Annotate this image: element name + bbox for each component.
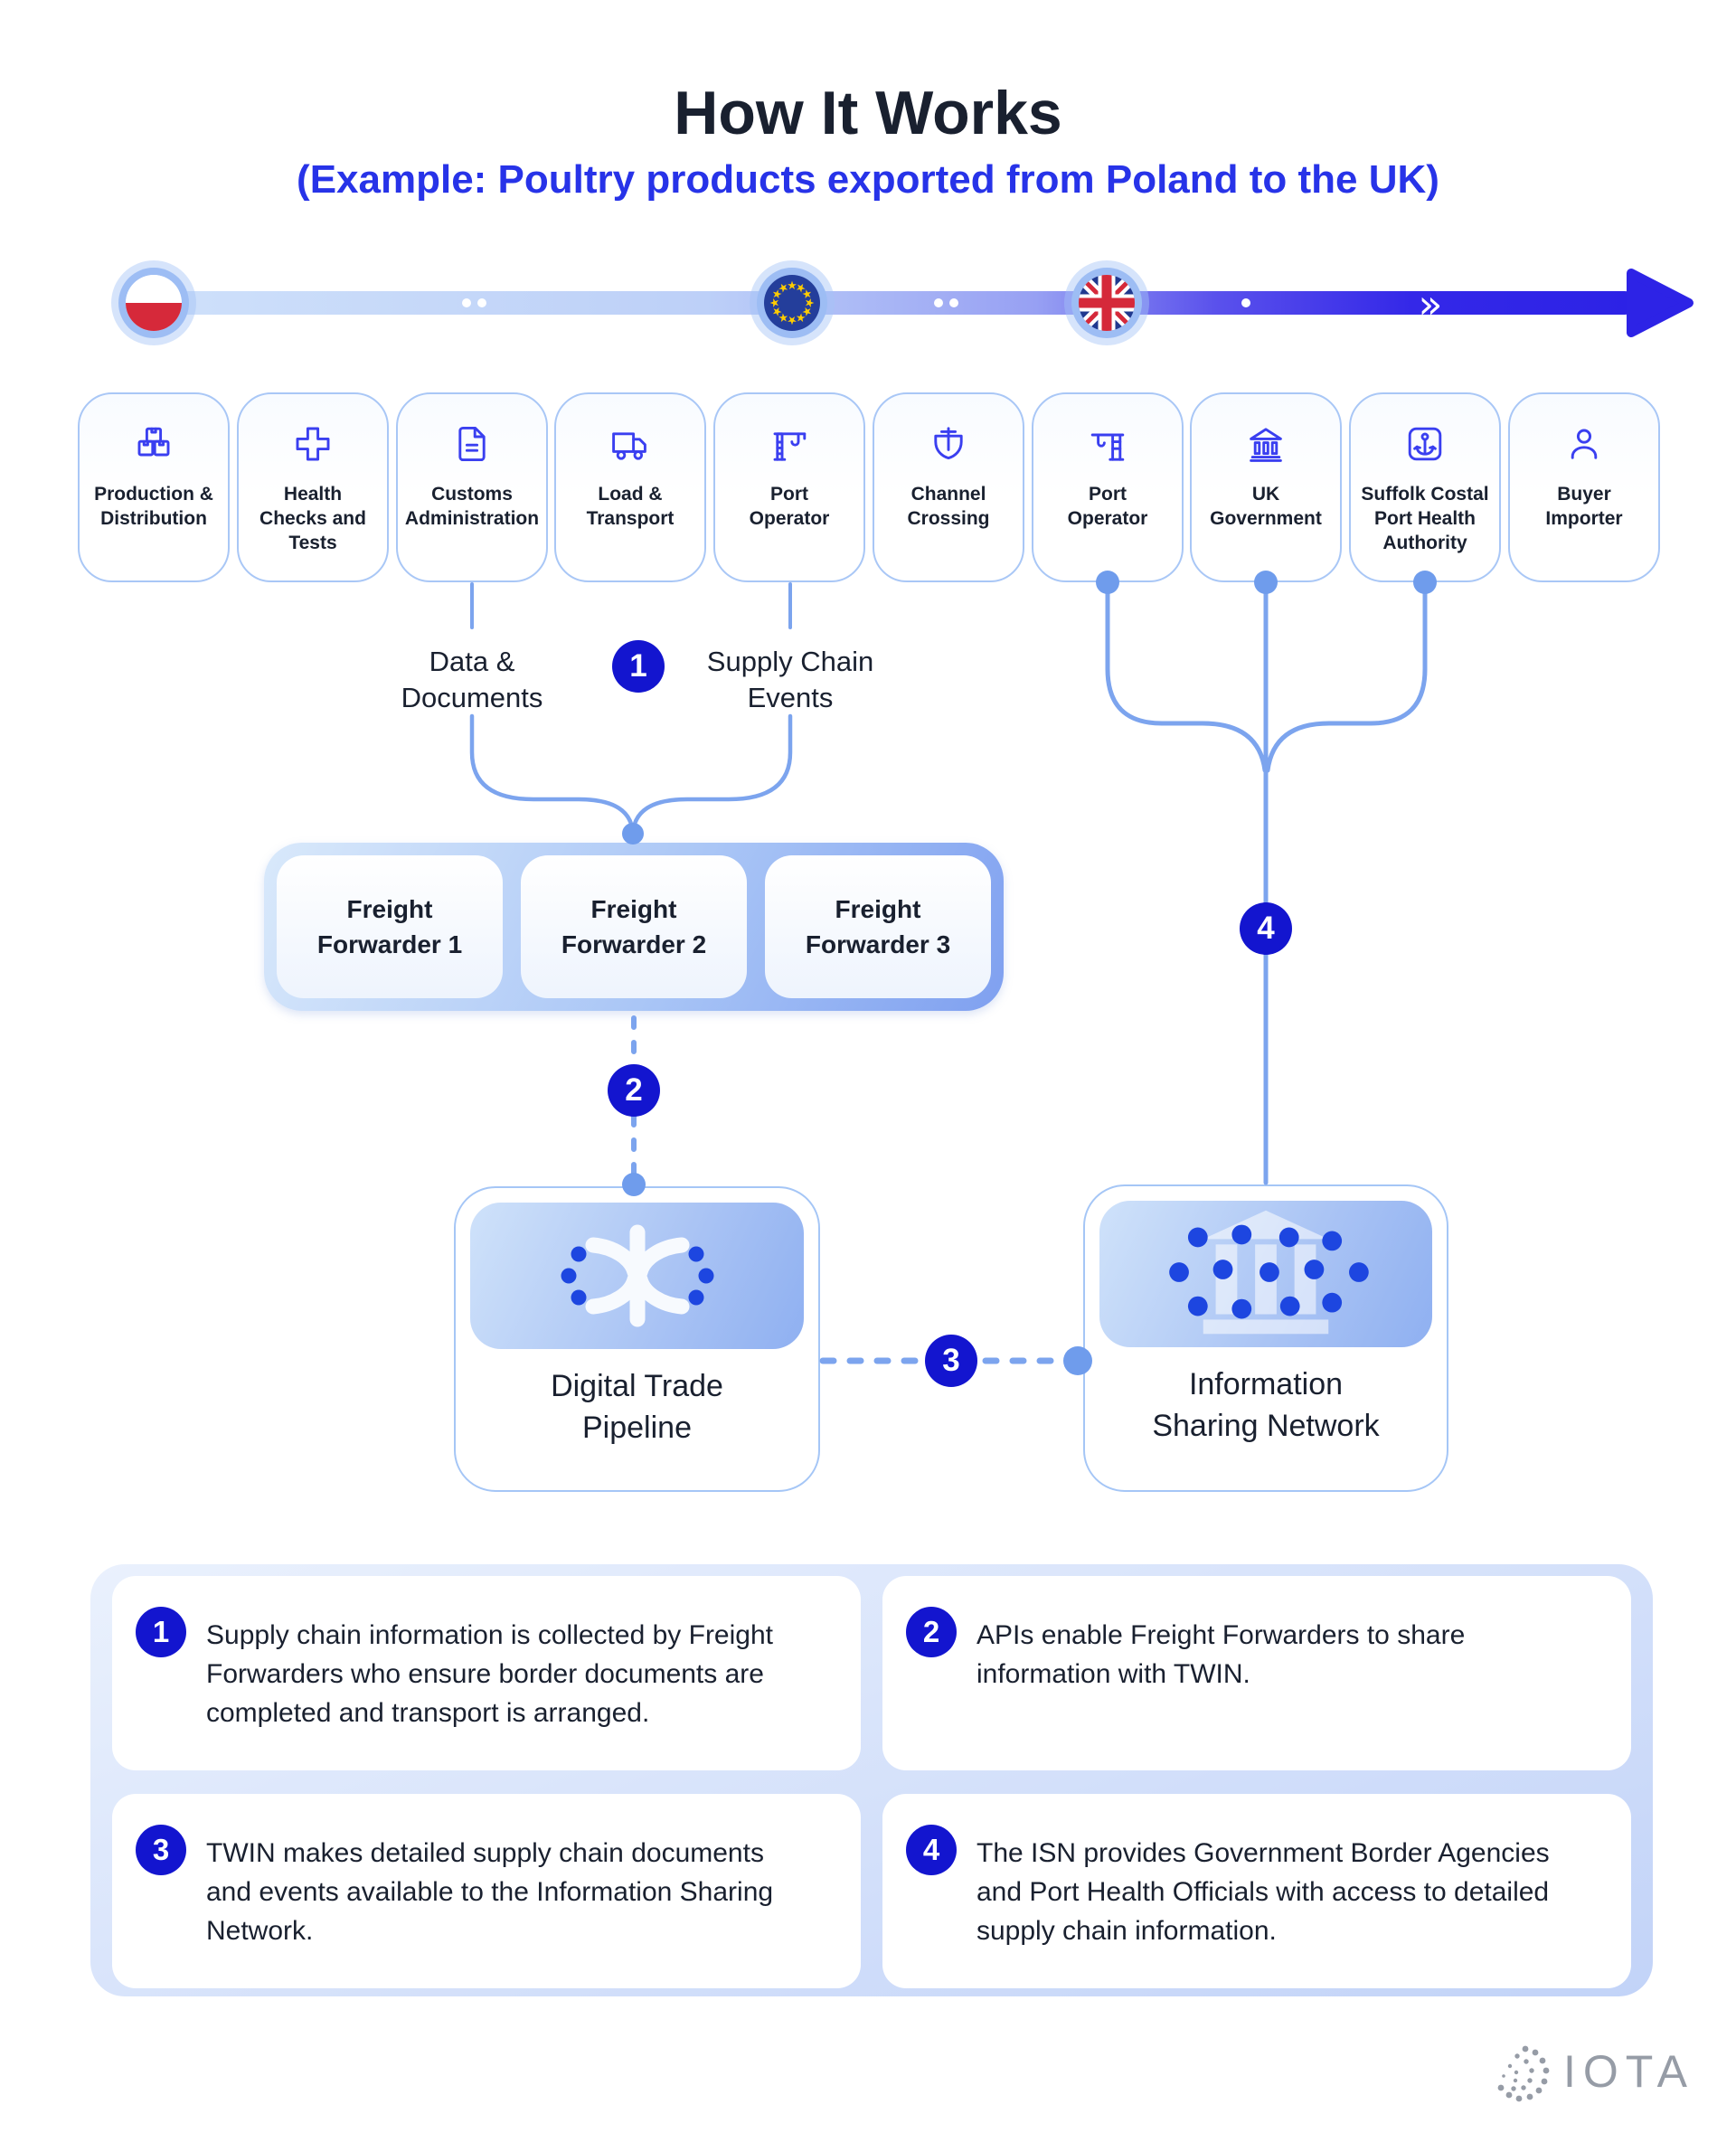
supply-chain-events-label: Supply Chain Events (706, 646, 874, 713)
stage-label: Suffolk Costal Port Health Authority (1361, 484, 1489, 553)
health-cross-icon (296, 427, 330, 461)
badge-2: 2 (608, 1064, 660, 1117)
stage-customs-administration: Customs Administration (396, 392, 548, 582)
bank-icon (1250, 428, 1282, 462)
stage-label: Production & Distribution (94, 484, 213, 529)
stage-label: UK Government (1210, 484, 1322, 529)
digital-trade-pipeline-label: Digital Trade Pipeline (551, 1369, 723, 1445)
badge-3: 3 (925, 1335, 977, 1387)
note-badge-4: 4 (906, 1825, 957, 1875)
freight-forwarder-3: Freight Forwarder 3 (765, 855, 991, 998)
ship-icon (934, 427, 963, 460)
twin-icon (470, 1203, 804, 1349)
boxes-icon (137, 427, 170, 457)
note-badge-3: 3 (136, 1825, 186, 1875)
container-crane-icon (1090, 433, 1125, 461)
information-sharing-network-label: Information Sharing Network (1152, 1367, 1380, 1443)
freight-forwarder-2: Freight Forwarder 2 (521, 855, 747, 998)
iota-mark-icon (1497, 2045, 1550, 2102)
anchor-icon (1408, 427, 1442, 461)
crane-icon (773, 432, 807, 461)
note-text-2: APIs enable Freight Forwarders to share … (976, 1620, 1466, 1689)
freight-forwarder-1: Freight Forwarder 1 (277, 855, 503, 998)
stage-label: Port Operator (749, 484, 830, 529)
stage-production-distribution: Production & Distribution (78, 392, 230, 582)
stage-buyer-importer: Buyer Importer (1508, 392, 1660, 582)
stage-load-transport: Load & Transport (554, 392, 706, 582)
stage-label: Load & Transport (586, 484, 675, 529)
svg-text:IOTA: IOTA (1563, 2046, 1694, 2097)
person-icon (1571, 429, 1598, 459)
stage-label: Channel Crossing (907, 484, 990, 529)
stage-uk-government: UK Government (1190, 392, 1342, 582)
eu-flag (764, 275, 820, 331)
digital-trade-pipeline-box: Digital Trade Pipeline (454, 1186, 820, 1492)
stage-label: Buyer Importer (1545, 484, 1623, 529)
note-card-1: 1 Supply chain information is collected … (112, 1576, 861, 1770)
note-text-1: Supply chain information is collected by… (206, 1620, 773, 1728)
document-icon (458, 426, 486, 462)
chevron-right-icon: » (1419, 282, 1443, 328)
truck-icon (612, 432, 646, 460)
note-text-4: The ISN provides Government Border Agenc… (976, 1838, 1550, 1946)
note-card-4: 4 The ISN provides Government Border Age… (882, 1794, 1631, 1988)
isn-network-icon (1099, 1201, 1432, 1347)
page-subtitle: (Example: Poultry products exported from… (297, 157, 1439, 202)
stage-channel-crossing: Channel Crossing (873, 392, 1024, 582)
stage-health-checks: Health Checks and Tests (237, 392, 389, 582)
stage-suffolk-port-health: Suffolk Costal Port Health Authority (1349, 392, 1501, 582)
stage-label: Health Checks and Tests (259, 484, 366, 553)
information-sharing-network-box: Information Sharing Network (1083, 1184, 1448, 1492)
uk-flag (1079, 275, 1135, 331)
iota-logo: IOTA (1497, 2045, 1694, 2102)
stage-label: Customs Administration (404, 484, 540, 529)
stage-label: Port Operator (1067, 484, 1148, 529)
poland-flag (126, 275, 182, 331)
note-card-3: 3 TWIN makes detailed supply chain docum… (112, 1794, 861, 1988)
note-text-3: TWIN makes detailed supply chain documen… (206, 1838, 774, 1946)
note-card-2: 2 APIs enable Freight Forwarders to shar… (882, 1576, 1631, 1770)
stage-port-operator-eu: Port Operator (713, 392, 865, 582)
note-badge-2: 2 (906, 1607, 957, 1657)
data-documents-label: Data & Documents (401, 646, 543, 713)
stage-port-operator-uk: Port Operator (1032, 392, 1184, 582)
badge-1: 1 (612, 640, 665, 693)
timeline-arrow: » (136, 269, 1694, 337)
badge-4: 4 (1240, 902, 1292, 955)
note-badge-1: 1 (136, 1607, 186, 1657)
page-title: How It Works (674, 79, 1062, 147)
freight-forwarders-group: Freight Forwarder 1 Freight Forwarder 2 … (264, 843, 1004, 1011)
